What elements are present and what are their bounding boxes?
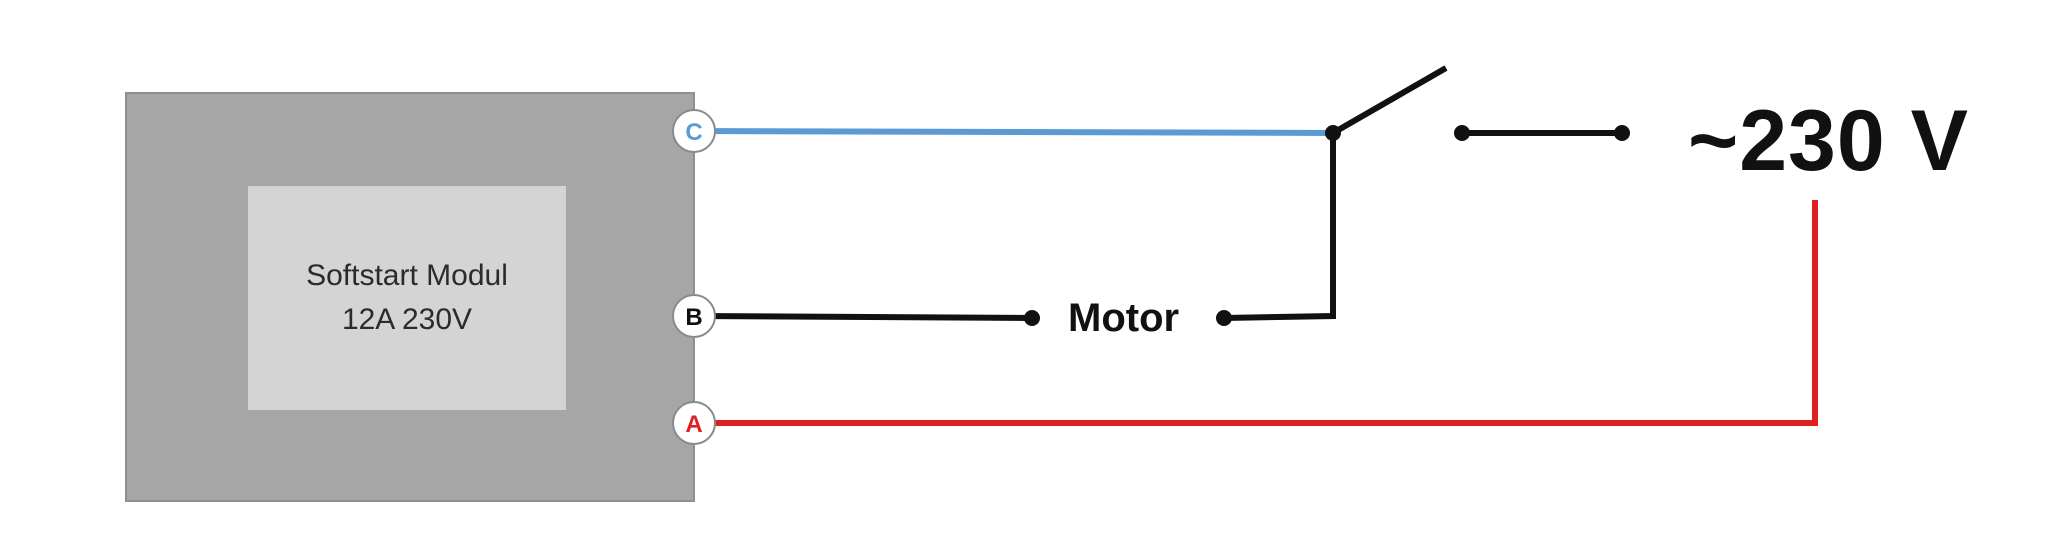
terminal-a-letter: A xyxy=(685,411,702,438)
terminal-c-letter: C xyxy=(685,119,702,146)
terminal-b-letter: B xyxy=(685,304,702,331)
switch-lever xyxy=(1331,65,1448,136)
motor-label: Motor xyxy=(1068,296,1180,340)
softstart-module-panel xyxy=(248,186,566,410)
supply-voltage-label: ~230 V xyxy=(1688,93,1969,189)
wire-b xyxy=(693,313,1033,321)
terminal-a: A xyxy=(672,401,716,445)
wire-motor-to-switch xyxy=(1223,133,1336,321)
terminal-b: B xyxy=(672,294,716,338)
supply-line-right-dot xyxy=(1614,125,1630,141)
module-rating: 12A 230V xyxy=(341,303,473,336)
motor-terminal-left-dot xyxy=(1024,310,1040,326)
module-name: Softstart Modul xyxy=(306,259,508,292)
softstart-module-label: Softstart Modul 12A 230V xyxy=(248,186,566,410)
terminal-c: C xyxy=(672,109,716,153)
wire-c xyxy=(693,128,1334,136)
wire-a xyxy=(694,200,1818,426)
